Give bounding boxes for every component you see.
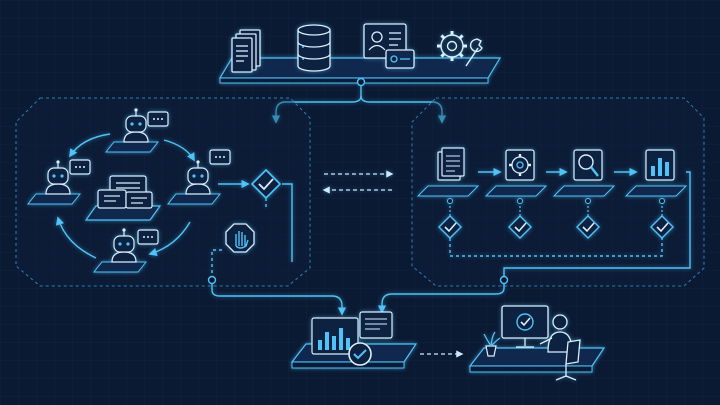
top-platform bbox=[218, 57, 502, 84]
right-output-node bbox=[499, 275, 509, 285]
top-connector-node bbox=[356, 77, 366, 87]
left-panel-connectors bbox=[211, 183, 293, 278]
robot-agent-left bbox=[26, 159, 91, 205]
robot-agent-bottom bbox=[92, 228, 159, 273]
gear-wrench-icon bbox=[437, 31, 483, 67]
chat-bubbles-icon bbox=[84, 175, 162, 221]
exchange-arrows bbox=[322, 170, 394, 194]
pipeline-step-gear bbox=[484, 149, 548, 197]
dashboard-check-icon bbox=[290, 311, 418, 369]
check-diamond-icon bbox=[576, 198, 600, 239]
human-reviewer-icon bbox=[468, 305, 606, 381]
stop-hand-icon bbox=[225, 223, 255, 253]
robot-agent-right bbox=[166, 149, 231, 205]
check-diamond-icon bbox=[508, 198, 532, 239]
bottom-connectors bbox=[211, 280, 505, 316]
robot-agent-top bbox=[104, 108, 169, 153]
pipeline-step-magnifier bbox=[552, 149, 616, 197]
check-diamond-icon bbox=[650, 198, 674, 239]
documents-icon bbox=[231, 29, 261, 73]
pipeline-step-document bbox=[416, 147, 480, 197]
database-icon bbox=[297, 24, 331, 72]
left-output-node bbox=[207, 275, 217, 285]
right-panel-connectors bbox=[449, 171, 691, 280]
profile-card-icon bbox=[363, 23, 415, 69]
pipeline-step-bar-chart bbox=[624, 149, 688, 197]
pipeline-checks bbox=[438, 198, 674, 239]
agent-loop-arrows bbox=[55, 133, 250, 259]
